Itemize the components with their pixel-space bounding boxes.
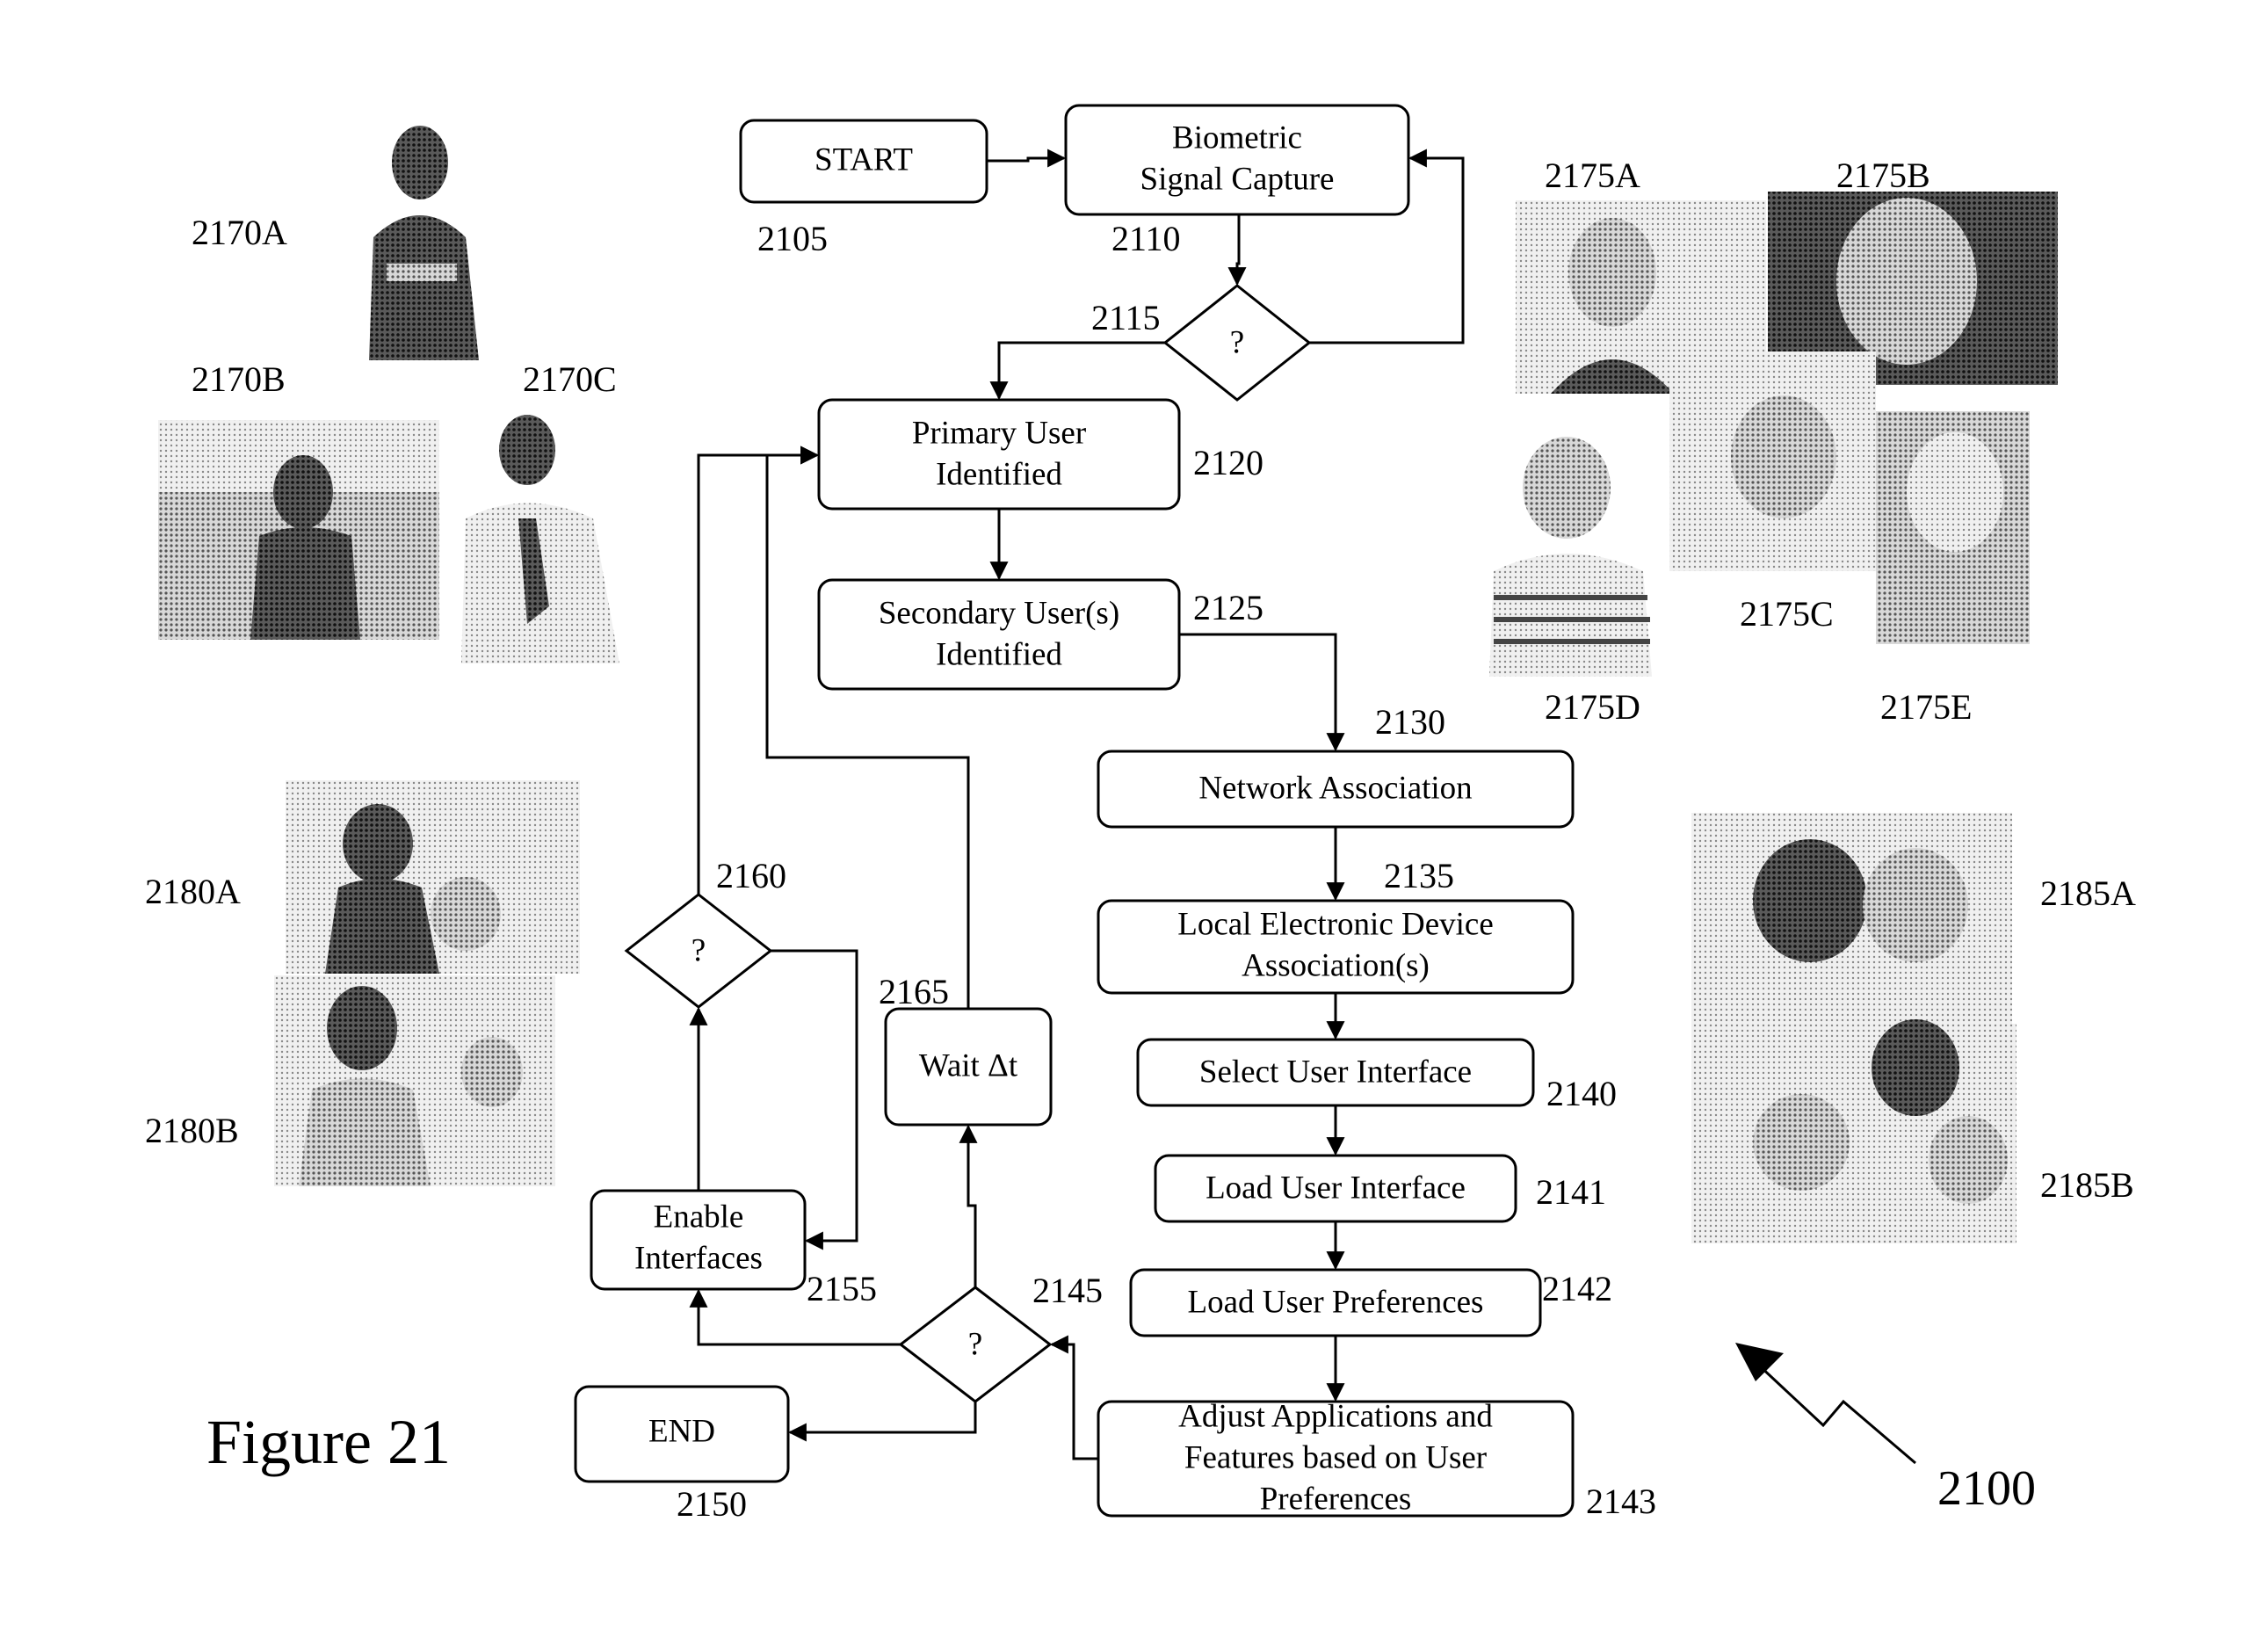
photo-label-2170a: 2170A bbox=[192, 213, 287, 252]
decision-2145: ? bbox=[901, 1287, 1050, 1402]
photo-label-2185a: 2185A bbox=[2040, 873, 2136, 913]
ref-2120: 2120 bbox=[1193, 443, 1263, 482]
photo-2170a bbox=[369, 126, 479, 360]
figure-reference-arrow bbox=[1735, 1343, 1915, 1463]
svg-text:Load User Preferences: Load User Preferences bbox=[1188, 1284, 1484, 1320]
svg-text:?: ? bbox=[691, 932, 706, 968]
node-primary-user-identified: Primary User Identified bbox=[819, 400, 1179, 509]
photo-label-2175a: 2175A bbox=[1545, 156, 1640, 195]
photo-2175c bbox=[1669, 351, 1876, 571]
svg-text:END: END bbox=[648, 1413, 715, 1449]
svg-text:Preferences: Preferences bbox=[1260, 1481, 1412, 1517]
photo-label-2170c: 2170C bbox=[523, 359, 617, 399]
ref-2125: 2125 bbox=[1193, 588, 1263, 627]
photo-2185a bbox=[1691, 813, 2012, 1024]
node-select-user-interface: Select User Interface bbox=[1138, 1040, 1533, 1105]
photo-2170c bbox=[461, 415, 619, 663]
photo-2170b bbox=[158, 420, 439, 640]
svg-text:Biometric: Biometric bbox=[1172, 120, 1302, 156]
node-enable-interfaces: Enable Interfaces bbox=[591, 1191, 805, 1289]
photo-2180b bbox=[274, 975, 555, 1186]
photo-label-2175b: 2175B bbox=[1836, 156, 1930, 195]
node-biometric-signal-capture: Biometric Signal Capture bbox=[1066, 105, 1408, 214]
ref-2155: 2155 bbox=[807, 1269, 877, 1308]
svg-text:Select User Interface: Select User Interface bbox=[1199, 1054, 1472, 1090]
ref-2142: 2142 bbox=[1542, 1269, 1612, 1308]
ref-2110: 2110 bbox=[1111, 219, 1181, 258]
node-load-user-interface: Load User Interface bbox=[1155, 1156, 1516, 1221]
photo-2185b bbox=[1691, 1019, 2016, 1243]
ref-2165: 2165 bbox=[879, 972, 949, 1011]
svg-text:Primary User: Primary User bbox=[912, 415, 1086, 451]
svg-text:Network Association: Network Association bbox=[1198, 770, 1472, 806]
ref-2160: 2160 bbox=[716, 856, 786, 895]
svg-text:Secondary User(s): Secondary User(s) bbox=[879, 595, 1119, 631]
ref-2130: 2130 bbox=[1375, 702, 1445, 742]
svg-text:Association(s): Association(s) bbox=[1242, 947, 1430, 983]
photo-label-2175c: 2175C bbox=[1740, 594, 1834, 634]
svg-text:?: ? bbox=[968, 1326, 982, 1362]
decision-2115: ? bbox=[1165, 286, 1309, 400]
svg-text:?: ? bbox=[1230, 324, 1244, 360]
svg-text:Load User Interface: Load User Interface bbox=[1206, 1170, 1466, 1206]
ref-2140: 2140 bbox=[1546, 1074, 1617, 1113]
node-wait: Wait Δt bbox=[886, 1009, 1051, 1125]
node-network-association: Network Association bbox=[1098, 751, 1573, 827]
photo-2175e bbox=[1876, 411, 2030, 644]
ref-2141: 2141 bbox=[1536, 1172, 1606, 1212]
photo-2180a bbox=[286, 780, 580, 974]
ref-2143: 2143 bbox=[1586, 1482, 1656, 1521]
node-start: START bbox=[741, 120, 987, 202]
svg-text:Enable: Enable bbox=[654, 1199, 744, 1235]
svg-text:Interfaces: Interfaces bbox=[634, 1240, 763, 1276]
svg-text:Identified: Identified bbox=[936, 636, 1062, 672]
photo-label-2185b: 2185B bbox=[2040, 1165, 2134, 1205]
figure-title: Figure 21 bbox=[206, 1407, 451, 1477]
photo-label-2175d: 2175D bbox=[1545, 687, 1640, 727]
figure-ref-2100: 2100 bbox=[1937, 1461, 2036, 1516]
svg-text:START: START bbox=[815, 141, 913, 178]
node-load-user-preferences: Load User Preferences bbox=[1131, 1270, 1540, 1336]
node-adjust-applications: Adjust Applications and Features based o… bbox=[1098, 1398, 1573, 1517]
photo-label-2180b: 2180B bbox=[145, 1111, 239, 1150]
svg-text:Identified: Identified bbox=[936, 456, 1062, 492]
ref-2150: 2150 bbox=[677, 1484, 747, 1524]
ref-2105: 2105 bbox=[757, 219, 828, 258]
svg-text:Local Electronic Device: Local Electronic Device bbox=[1177, 906, 1494, 942]
node-local-electronic-device-association: Local Electronic Device Association(s) bbox=[1098, 901, 1573, 993]
ref-2115: 2115 bbox=[1091, 298, 1161, 337]
photo-label-2175e: 2175E bbox=[1880, 687, 1972, 727]
svg-text:Signal Capture: Signal Capture bbox=[1140, 161, 1335, 197]
photo-2175d bbox=[1489, 437, 1652, 677]
svg-text:Features based on User: Features based on User bbox=[1184, 1439, 1487, 1475]
photo-label-2170b: 2170B bbox=[192, 359, 286, 399]
node-end: END bbox=[576, 1387, 788, 1482]
svg-text:Adjust Applications and: Adjust Applications and bbox=[1178, 1398, 1493, 1434]
svg-text:Wait Δt: Wait Δt bbox=[919, 1047, 1018, 1083]
decision-2160: ? bbox=[626, 895, 771, 1007]
node-secondary-users-identified: Secondary User(s) Identified bbox=[819, 580, 1179, 689]
photo-label-2180a: 2180A bbox=[145, 872, 241, 911]
ref-2145: 2145 bbox=[1032, 1271, 1103, 1310]
ref-2135: 2135 bbox=[1384, 856, 1454, 895]
